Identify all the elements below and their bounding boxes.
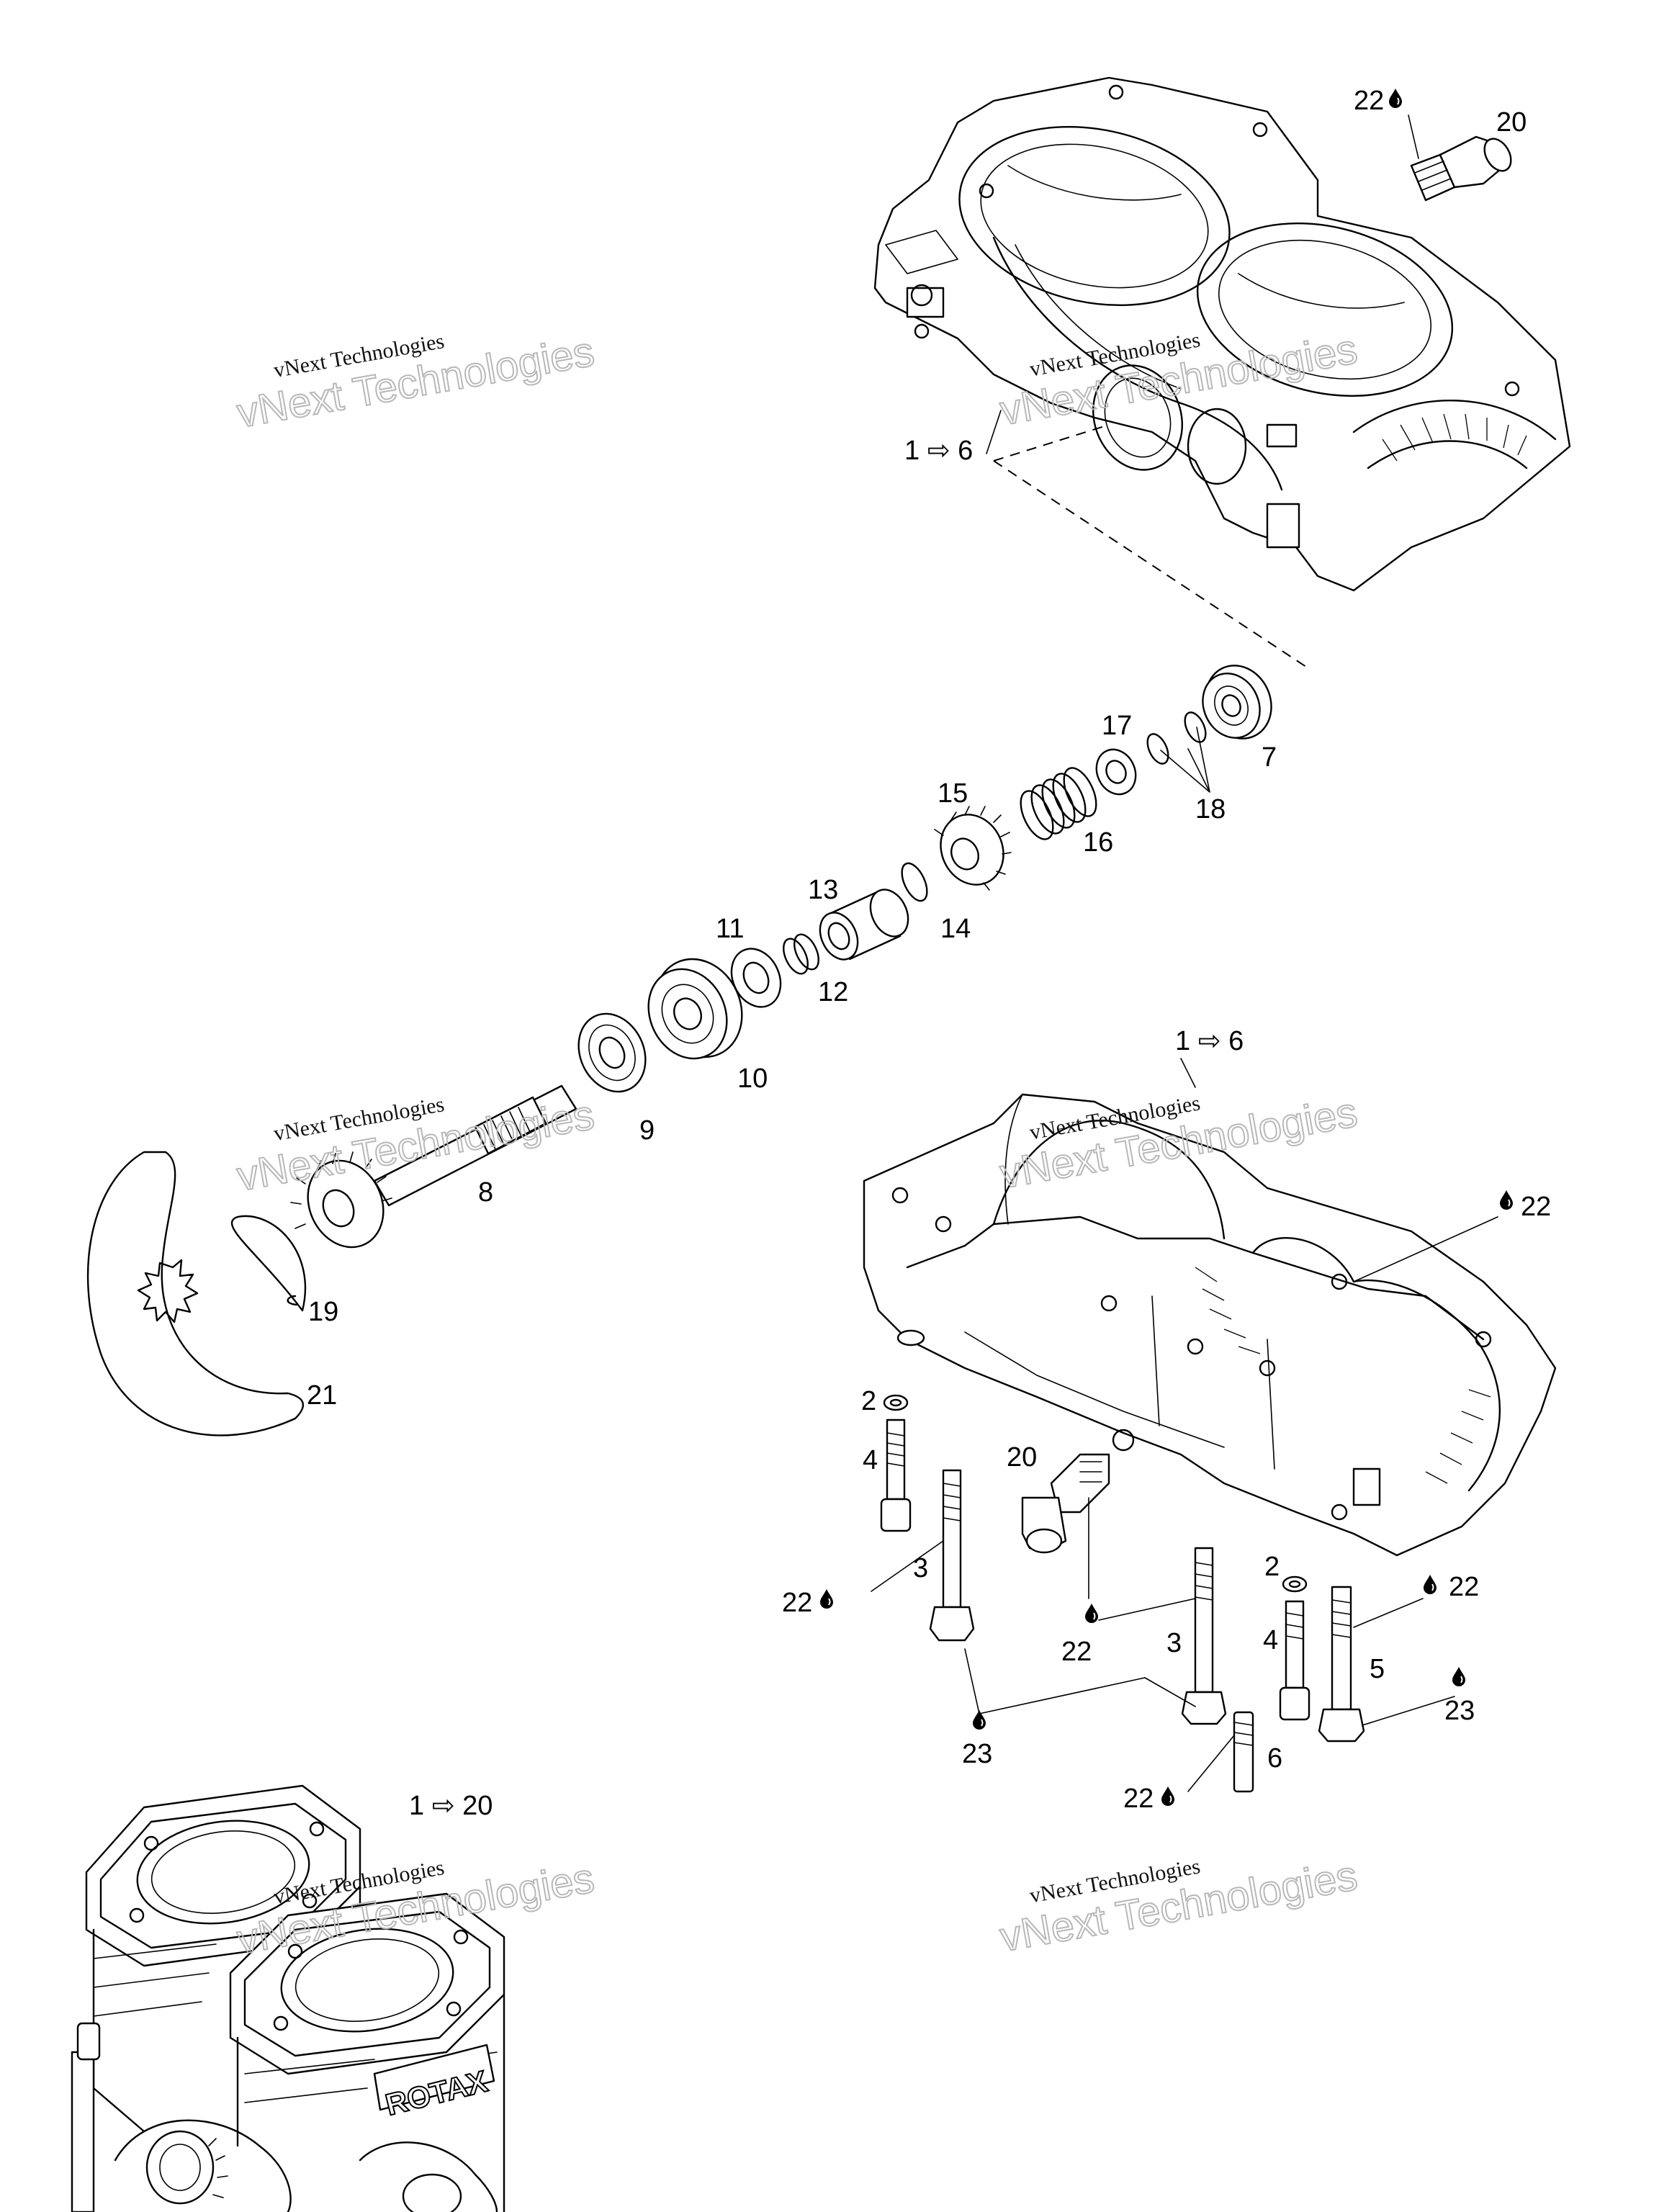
callout-9: 9 (639, 1115, 655, 1146)
callout-21: 21 (307, 1380, 337, 1411)
callout-4-right: 4 (1263, 1625, 1278, 1655)
callout-23-left: 23 (962, 1739, 992, 1769)
callout-11: 11 (716, 914, 744, 944)
callout-20-top: 20 (1496, 107, 1527, 138)
oil-drop-icon (819, 1588, 834, 1609)
engine-assembly (71, 1784, 505, 2212)
callout-range-top: 1 ⇨ 6 (904, 436, 973, 466)
callout-19: 19 (308, 1297, 338, 1327)
callout-2-left: 2 (861, 1386, 876, 1416)
callout-4-left: 4 (863, 1445, 878, 1475)
callout-18: 18 (1195, 794, 1226, 824)
callout-labels: 22 20 1 ⇨ 6 7 17 18 15 16 13 14 11 12 10… (307, 86, 1551, 1821)
callout-3-center: 3 (1166, 1628, 1182, 1658)
callout-22-center: 22 (1061, 1637, 1092, 1667)
fasteners (880, 1394, 1365, 1793)
callout-5: 5 (1370, 1654, 1385, 1684)
oil-drop-icon (1388, 88, 1403, 108)
elbow-fitting-mid (1021, 1453, 1110, 1554)
callout-22-bottom: 22 (1123, 1784, 1154, 1814)
rotary-valve-21 (86, 1151, 305, 1437)
elbow-fitting-top (1410, 135, 1512, 202)
callout-20-mid: 20 (1007, 1442, 1037, 1473)
callout-22-right-low: 22 (1449, 1572, 1479, 1602)
circlip-19 (230, 1215, 307, 1312)
oil-drop-icon (1084, 1603, 1099, 1623)
oil-drop-icon (1452, 1666, 1466, 1686)
callout-23-right: 23 (1444, 1696, 1475, 1726)
oil-drop-icon (1161, 1786, 1175, 1806)
callout-14: 14 (940, 914, 971, 944)
lower-crankcase (863, 1093, 1557, 1557)
callout-range-mid: 1 ⇨ 6 (1175, 1026, 1244, 1056)
callout-22-left: 22 (782, 1588, 812, 1618)
callout-3-left: 3 (913, 1553, 928, 1583)
oil-drop-icon (1423, 1574, 1437, 1594)
callout-17: 17 (1102, 711, 1132, 741)
callout-22-top: 22 (1354, 86, 1384, 116)
callout-8: 8 (478, 1177, 493, 1208)
alignment-line (993, 424, 1311, 670)
callout-6: 6 (1267, 1743, 1282, 1773)
callout-15: 15 (938, 778, 968, 809)
oil-drop-icon (1499, 1190, 1514, 1210)
leader-lines (871, 114, 1498, 1792)
callout-7: 7 (1262, 742, 1277, 773)
callout-13: 13 (808, 875, 838, 905)
rotary-valve-shaft-assembly (290, 665, 1272, 1249)
callout-12: 12 (818, 977, 848, 1007)
upper-crankcase (873, 76, 1571, 592)
callout-22-mid-right: 22 (1521, 1192, 1551, 1222)
callout-range-engine: 1 ⇨ 20 (409, 1791, 493, 1821)
callout-2-right: 2 (1264, 1552, 1280, 1582)
callout-16: 16 (1083, 827, 1113, 858)
callout-10: 10 (737, 1064, 768, 1094)
